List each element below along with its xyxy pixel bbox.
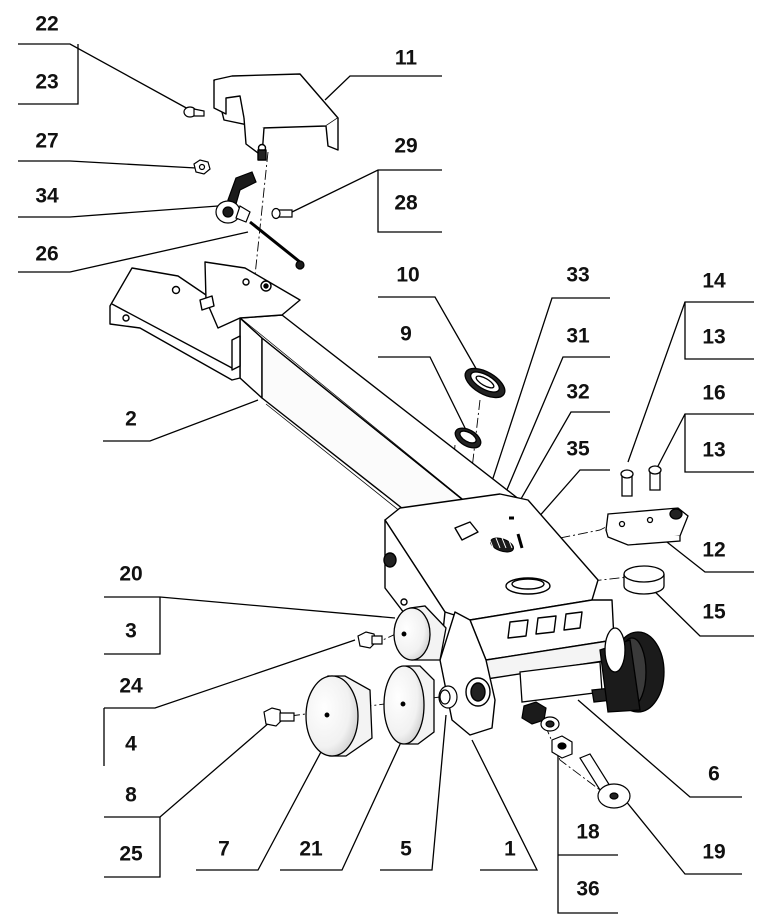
grommet-10-icon [464, 367, 506, 399]
callout-7: 7 [218, 837, 230, 861]
screw-35-icon [516, 533, 524, 549]
pin-26-icon [249, 220, 305, 270]
callout-9: 9 [400, 322, 412, 346]
screw-14-icon [620, 469, 634, 497]
roller-20-icon [393, 605, 447, 661]
callout-28: 28 [394, 191, 418, 215]
wheel-21-icon [383, 665, 435, 745]
callout-34: 34 [35, 184, 59, 208]
callout-13-upper: 13 [702, 325, 726, 349]
leader-lines [18, 43, 754, 914]
bolt-24-icon [357, 631, 383, 649]
callout-29: 29 [394, 134, 418, 158]
callout-10: 10 [396, 263, 420, 287]
callout-33: 33 [566, 263, 590, 287]
callout-32: 32 [566, 380, 590, 404]
callout-2: 2 [125, 407, 137, 431]
spring-parts [489, 516, 524, 553]
hardware-top [183, 106, 305, 270]
grommet-9-icon [454, 427, 482, 449]
callout-22: 22 [35, 12, 59, 36]
top-bracket [109, 261, 301, 381]
callout-21: 21 [299, 837, 323, 861]
callout-24: 24 [119, 674, 143, 698]
callout-26: 26 [35, 242, 59, 266]
cover-bracket [213, 73, 339, 161]
callout-16: 16 [702, 381, 726, 405]
foot-15-icon [623, 565, 665, 595]
nut-27-icon [193, 159, 211, 175]
callout-13-lower: 13 [702, 438, 726, 462]
lever-34-icon [215, 171, 257, 224]
callout-3: 3 [125, 619, 137, 643]
caster-pin-19-icon [579, 753, 631, 809]
rear-wheels [519, 627, 665, 713]
spring-31-icon [489, 537, 515, 553]
callout-36: 36 [576, 877, 600, 901]
callout-23: 23 [35, 70, 59, 94]
callout-6: 6 [708, 762, 720, 786]
callout-4: 4 [125, 732, 137, 756]
screw-16-icon [648, 465, 662, 491]
nut-washer-icons [521, 701, 573, 759]
wheel-7-icon [305, 675, 373, 757]
callout-35: 35 [566, 437, 590, 461]
grommets [454, 367, 506, 449]
bolt-8-icon [263, 707, 295, 727]
base-housing [383, 493, 615, 736]
callout-15: 15 [702, 600, 726, 624]
callout-20: 20 [119, 562, 143, 586]
callout-11: 11 [394, 46, 418, 70]
callout-18: 18 [576, 820, 600, 844]
bushing-5-icon [438, 685, 458, 709]
callout-8: 8 [125, 783, 137, 807]
mount-plate [605, 465, 689, 546]
callout-14: 14 [702, 269, 726, 293]
callout-25: 25 [119, 842, 143, 866]
screw-29-icon [271, 207, 293, 220]
callout-1: 1 [504, 837, 516, 861]
callout-19: 19 [702, 840, 726, 864]
callout-12: 12 [702, 538, 726, 562]
screw-22-icon [183, 106, 205, 118]
callout-27: 27 [35, 129, 59, 153]
callout-5: 5 [400, 837, 412, 861]
callout-31: 31 [566, 324, 590, 348]
